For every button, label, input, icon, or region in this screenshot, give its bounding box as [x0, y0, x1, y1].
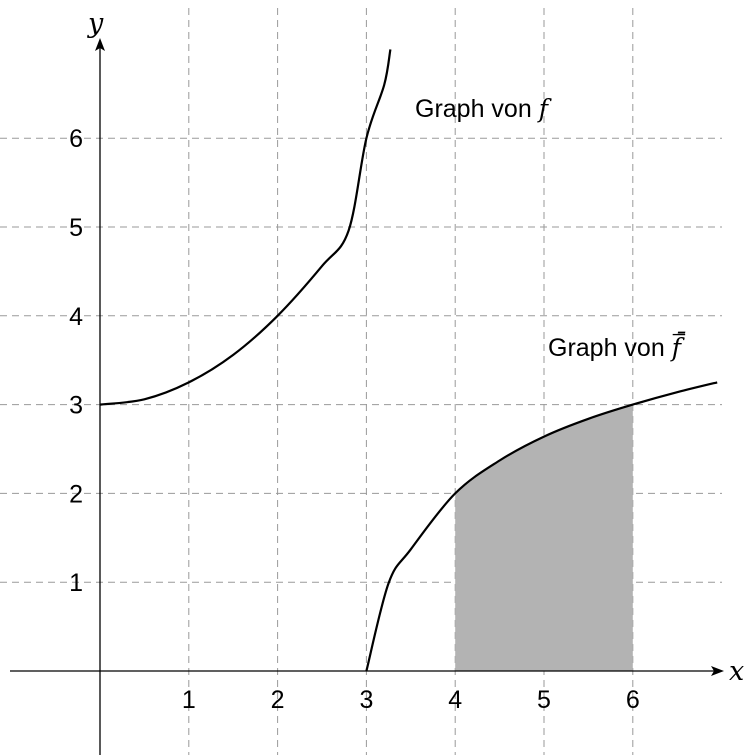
annotation-graph-f-bar-symbol: f̄ [670, 333, 686, 362]
annotation-graph-f-bar: Graph von f̄ [548, 333, 686, 362]
x-tick-label-1: 1 [182, 686, 196, 714]
x-tick-label-6: 6 [626, 686, 640, 714]
x-tick-label-5: 5 [537, 686, 551, 714]
annotation-graph-f-symbol: f [537, 94, 552, 123]
curve-f [99, 49, 392, 406]
x-tick-label-2: 2 [271, 686, 285, 714]
annotation-graph-f-prefix: Graph von [415, 95, 539, 123]
annotation-graph-f: Graph von f [415, 94, 552, 123]
y-tick-label-5: 5 [69, 214, 83, 242]
x-tick-label-4: 4 [448, 686, 462, 714]
x-axis-arrowhead [711, 666, 724, 676]
y-tick-label-1: 1 [69, 569, 83, 597]
annotation-graph-f-bar-prefix: Graph von [548, 334, 672, 362]
curve-f-bar [365, 381, 718, 672]
annotations: Graph von f Graph von f̄ [415, 94, 686, 362]
y-tick-label-6: 6 [69, 125, 83, 153]
shaded-area-under-f-bar [455, 404, 633, 671]
y-axis-arrowhead [95, 38, 105, 51]
curves [99, 49, 718, 672]
y-tick-label-3: 3 [69, 392, 83, 420]
y-axis-label: y [87, 8, 104, 39]
y-tick-label-2: 2 [69, 480, 83, 508]
axes: x y [10, 8, 744, 755]
x-axis-label: x [729, 656, 744, 687]
x-tick-label-3: 3 [359, 686, 373, 714]
tick-labels: 1 2 3 4 5 6 1 2 3 4 5 6 [69, 125, 640, 714]
y-tick-label-4: 4 [69, 303, 83, 331]
grid-lines [0, 8, 722, 755]
